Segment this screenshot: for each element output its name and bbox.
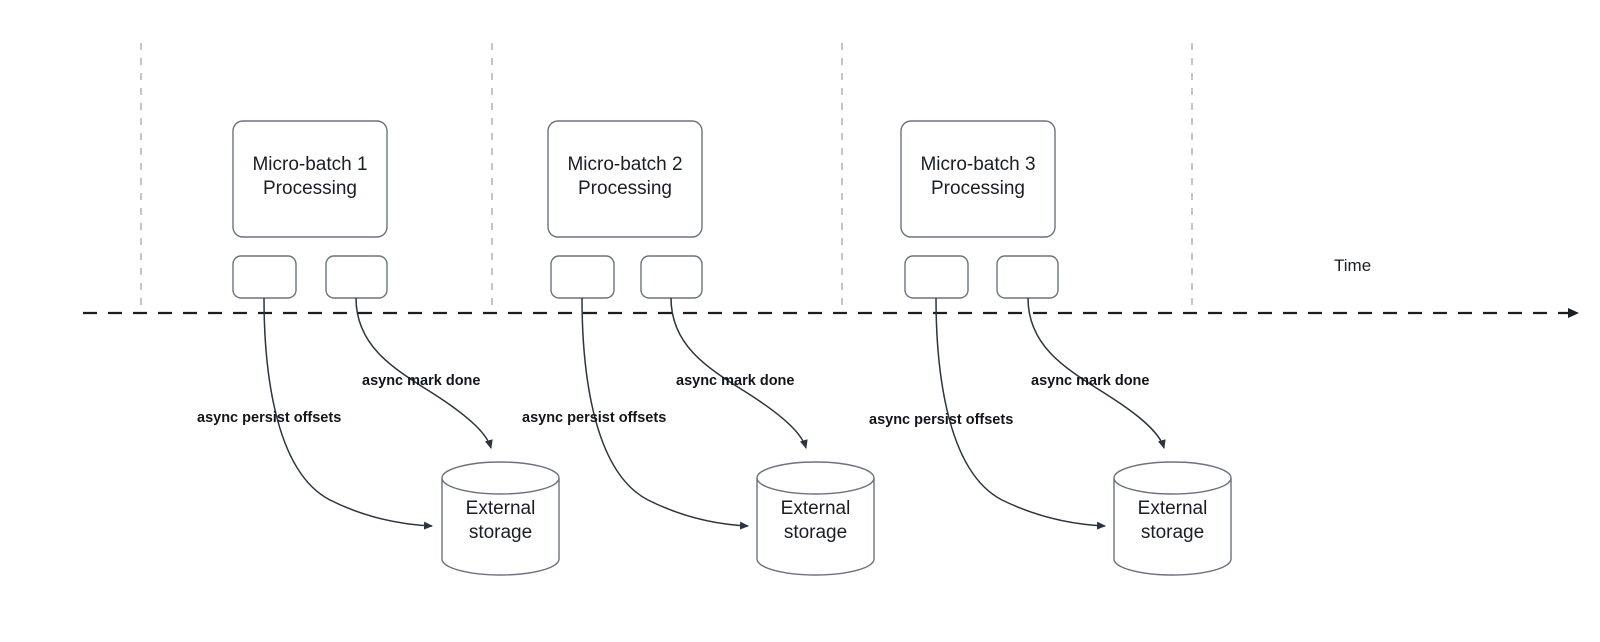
- external-storage-top-ellipse: [441, 477, 560, 495]
- edge-persist-offsets-edge[interactable]: [581, 297, 749, 530]
- external-storage-top-ellipse: [1113, 477, 1232, 495]
- external-storage-body[interactable]: [441, 461, 560, 576]
- task-box-persist-task[interactable]: [550, 255, 615, 299]
- external-storage-body[interactable]: [756, 461, 875, 576]
- task-box-mark-task[interactable]: [640, 255, 703, 299]
- edge-label-persist-offsets-edge: async persist offsets: [522, 410, 667, 426]
- edge-label-persist-offsets-edge: async persist offsets: [869, 412, 1014, 428]
- task-box-persist-task[interactable]: [232, 255, 297, 299]
- edge-persist-offsets-edge[interactable]: [263, 297, 433, 530]
- external-storage-top-ellipse: [756, 477, 875, 495]
- edge-label-persist-offsets-edge: async persist offsets: [197, 410, 342, 426]
- edge-label-mark-done-edge: async mark done: [1031, 373, 1150, 389]
- edge-mark-done-edge[interactable]: [355, 297, 493, 449]
- edge-mark-done-edge[interactable]: [1027, 297, 1166, 449]
- micro-batch-box[interactable]: [547, 120, 703, 238]
- task-box-mark-task[interactable]: [996, 255, 1059, 299]
- edge-persist-offsets-edge[interactable]: [935, 297, 1106, 530]
- edge-label-mark-done-edge: async mark done: [676, 373, 795, 389]
- task-box-mark-task[interactable]: [325, 255, 388, 299]
- edge-mark-done-edge[interactable]: [670, 297, 808, 449]
- edge-label-mark-done-edge: async mark done: [362, 373, 481, 389]
- task-box-persist-task[interactable]: [904, 255, 969, 299]
- time-axis-label: Time: [1334, 256, 1372, 275]
- micro-batch-box[interactable]: [900, 120, 1056, 238]
- external-storage-body[interactable]: [1113, 461, 1232, 576]
- micro-batch-box[interactable]: [232, 120, 388, 238]
